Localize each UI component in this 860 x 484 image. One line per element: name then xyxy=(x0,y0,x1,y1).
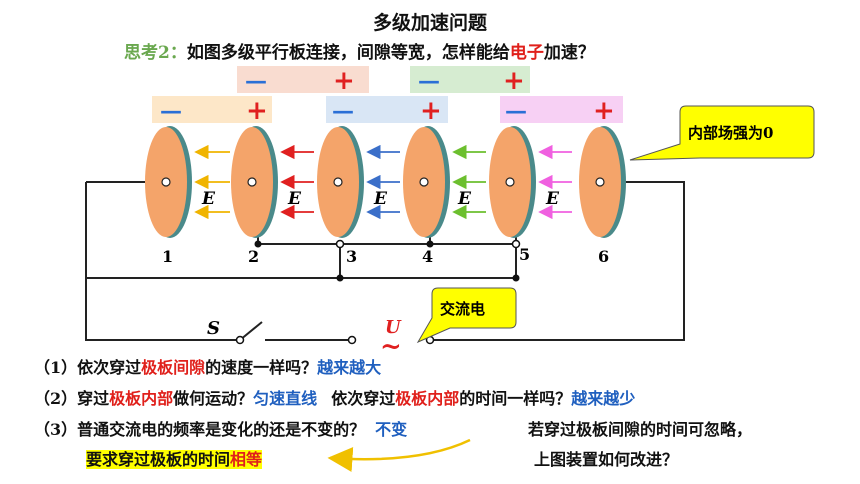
plate-3 xyxy=(317,126,364,238)
junction-dot xyxy=(511,239,521,249)
callout-ac: 交流电 xyxy=(416,287,517,344)
callout-ac-text: 交流电 xyxy=(440,300,485,318)
minus-sign: — xyxy=(160,98,182,124)
highlighted-answer: 相等 xyxy=(230,450,263,469)
callout-inner-field: 内部场强为0 xyxy=(629,105,815,161)
plate-6 xyxy=(579,126,626,238)
sign-box-top-1 xyxy=(237,66,369,93)
line-answer: 越来越少 xyxy=(571,389,636,408)
highlighted-text: 要求穿过极板的时间 xyxy=(86,450,231,469)
line-text: 的时间一样吗？ xyxy=(459,389,572,408)
plate-number: 1 xyxy=(162,247,173,266)
plate-number: 4 xyxy=(422,247,433,266)
sign-box-1 xyxy=(152,96,272,123)
line-answer: 匀速直线 xyxy=(253,389,318,408)
plate-1 xyxy=(145,126,192,238)
sign-box-top-2 xyxy=(410,66,530,93)
sign-box-3 xyxy=(500,96,623,123)
field-label: E xyxy=(373,189,388,209)
question: 思考2：如图多级平行板连接，间隙等宽，怎样能给电子加速？ xyxy=(124,38,595,63)
field-label: E xyxy=(287,189,302,209)
field-label: E xyxy=(545,189,560,209)
question-line-4: 要求穿过极板的时间相等 xyxy=(86,446,263,470)
improvement-question-1: 若穿过极板间隙的时间可忽略， xyxy=(528,420,753,439)
field-label: E xyxy=(201,189,216,209)
line-text: 做何运动？ xyxy=(173,389,254,408)
line-text: （3）普通交流电的频率是变化的还是不变的？ xyxy=(34,420,366,439)
question-text: 如图多级平行板连接，间隙等宽，怎样能给 xyxy=(186,43,510,63)
plate-5 xyxy=(489,126,536,238)
plus-sign: + xyxy=(420,96,442,126)
ac-terminal-left xyxy=(347,335,357,345)
minus-sign: — xyxy=(418,68,440,94)
line-text: 依次穿过 xyxy=(331,389,396,408)
junction-dot xyxy=(336,274,344,282)
plus-sign: + xyxy=(593,96,615,126)
field-label: E xyxy=(457,189,472,209)
question-line-3: （3）普通交流电的频率是变化的还是不变的？ 不变 xyxy=(34,416,407,440)
minus-sign: — xyxy=(245,68,267,94)
junction-dot xyxy=(335,239,345,249)
junction-dot xyxy=(512,274,520,282)
plus-sign: + xyxy=(246,96,268,126)
minus-sign: — xyxy=(332,98,354,124)
plate-number: 2 xyxy=(248,247,259,266)
page-title: 多级加速问题 xyxy=(372,12,487,34)
question-line-1: （1）依次穿过极板间隙的速度一样吗？越来越大 xyxy=(34,354,381,378)
junction-dot xyxy=(426,240,434,248)
plate-number: 3 xyxy=(346,247,357,266)
callout-inner-field-text: 内部场强为0 xyxy=(688,124,773,142)
question-label: 思考2： xyxy=(124,43,187,63)
plus-sign: + xyxy=(503,66,525,96)
plate-number: 5 xyxy=(519,245,530,264)
voltage-label: U xyxy=(385,317,402,338)
ac-symbol: ~ xyxy=(380,332,402,362)
line-text: 的速度一样吗？ xyxy=(205,358,318,377)
plus-sign: + xyxy=(333,66,355,96)
line-highlight: 极板间隙 xyxy=(141,358,206,377)
plate-4 xyxy=(403,126,450,238)
plate-number: 6 xyxy=(598,247,609,266)
junction-dot xyxy=(254,240,262,248)
switch-blade[interactable] xyxy=(239,321,263,341)
switch-contact xyxy=(235,335,245,345)
pointer-arrow xyxy=(327,438,471,472)
line-text: （2）穿过 xyxy=(34,389,110,408)
minus-sign: — xyxy=(505,98,527,124)
question-line-2: （2）穿过极板内部做何运动？匀速直线依次穿过极板内部的时间一样吗？越来越少 xyxy=(34,385,635,409)
sign-box-2 xyxy=(326,96,448,123)
line-highlight: 极板内部 xyxy=(395,389,460,408)
line-text: （1）依次穿过 xyxy=(34,358,142,377)
question-highlight: 电子 xyxy=(509,43,544,63)
line-highlight: 极板内部 xyxy=(109,389,174,408)
switch-label: S xyxy=(207,318,220,339)
line-answer: 不变 xyxy=(375,420,408,439)
line-answer: 越来越大 xyxy=(317,358,382,377)
improvement-question-2: 上图装置如何改进？ xyxy=(534,450,679,469)
plate-2 xyxy=(231,126,278,238)
question-text-end: 加速？ xyxy=(543,43,595,63)
field-arrows xyxy=(194,144,572,220)
